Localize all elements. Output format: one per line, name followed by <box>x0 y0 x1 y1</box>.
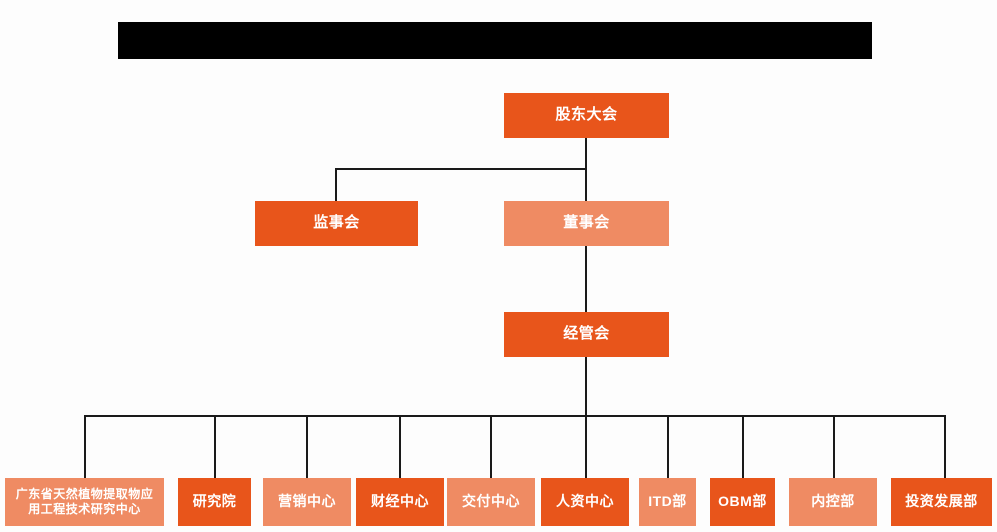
title-banner-text <box>118 22 872 23</box>
connector-department-bus <box>84 415 946 417</box>
node-hr-center-label: 人资中心 <box>556 493 614 510</box>
node-engineering-research-center-label: 广东省天然植物提取物应用工程技术研究中心 <box>9 487 160 517</box>
node-delivery-center-label: 交付中心 <box>462 493 520 510</box>
node-hr-center[interactable]: 人资中心 <box>541 478 629 526</box>
node-delivery-center[interactable]: 交付中心 <box>447 478 535 526</box>
node-board-of-directors[interactable]: 董事会 <box>504 201 669 246</box>
node-internal-control-department[interactable]: 内控部 <box>789 478 877 526</box>
connector-drop-hr-center <box>585 415 587 478</box>
connector-to-directors <box>585 168 587 201</box>
node-investment-development-department-label: 投资发展部 <box>905 493 978 510</box>
node-research-institute-label: 研究院 <box>192 493 237 510</box>
node-management-committee[interactable]: 经管会 <box>504 312 669 357</box>
title-banner <box>118 22 872 59</box>
node-obm-department[interactable]: OBM部 <box>710 478 775 526</box>
connector-management-down <box>585 357 587 417</box>
node-marketing-center-label: 营销中心 <box>278 493 336 510</box>
connector-drop-marketing-center <box>306 415 308 478</box>
connector-drop-delivery-center <box>490 415 492 478</box>
connector-drop-engineering-center <box>84 415 86 478</box>
node-marketing-center[interactable]: 营销中心 <box>263 478 351 526</box>
node-management-committee-label: 经管会 <box>563 325 610 343</box>
connector-drop-finance-center <box>399 415 401 478</box>
node-internal-control-department-label: 内控部 <box>811 493 855 510</box>
node-board-of-supervisors-label: 监事会 <box>313 214 360 232</box>
node-investment-development-department[interactable]: 投资发展部 <box>891 478 992 526</box>
connector-drop-internal-control-dept <box>833 415 835 478</box>
node-finance-center[interactable]: 财经中心 <box>356 478 444 526</box>
node-itd-department[interactable]: ITD部 <box>639 478 696 526</box>
node-finance-center-label: 财经中心 <box>371 493 429 510</box>
node-engineering-research-center-line2: 用工程技术研究中心 <box>28 502 141 516</box>
connector-shareholders-down <box>585 138 587 170</box>
node-research-institute[interactable]: 研究院 <box>178 478 251 526</box>
connector-governance-bus <box>335 168 587 170</box>
connector-directors-to-management <box>585 246 587 312</box>
connector-to-supervisors <box>335 168 337 201</box>
node-engineering-research-center-line1: 广东省天然植物提取物应 <box>15 487 154 501</box>
node-shareholders-meeting[interactable]: 股东大会 <box>504 93 669 138</box>
node-engineering-research-center[interactable]: 广东省天然植物提取物应用工程技术研究中心 <box>5 478 164 526</box>
node-board-of-directors-label: 董事会 <box>563 214 610 232</box>
connector-drop-itd-dept <box>667 415 669 478</box>
node-shareholders-meeting-label: 股东大会 <box>555 106 618 124</box>
connector-drop-investment-dev-dept <box>944 415 946 478</box>
node-board-of-supervisors[interactable]: 监事会 <box>255 201 418 246</box>
node-obm-department-label: OBM部 <box>718 493 767 510</box>
node-itd-department-label: ITD部 <box>648 493 687 510</box>
connector-drop-obm-dept <box>742 415 744 478</box>
connector-drop-research-institute <box>214 415 216 478</box>
